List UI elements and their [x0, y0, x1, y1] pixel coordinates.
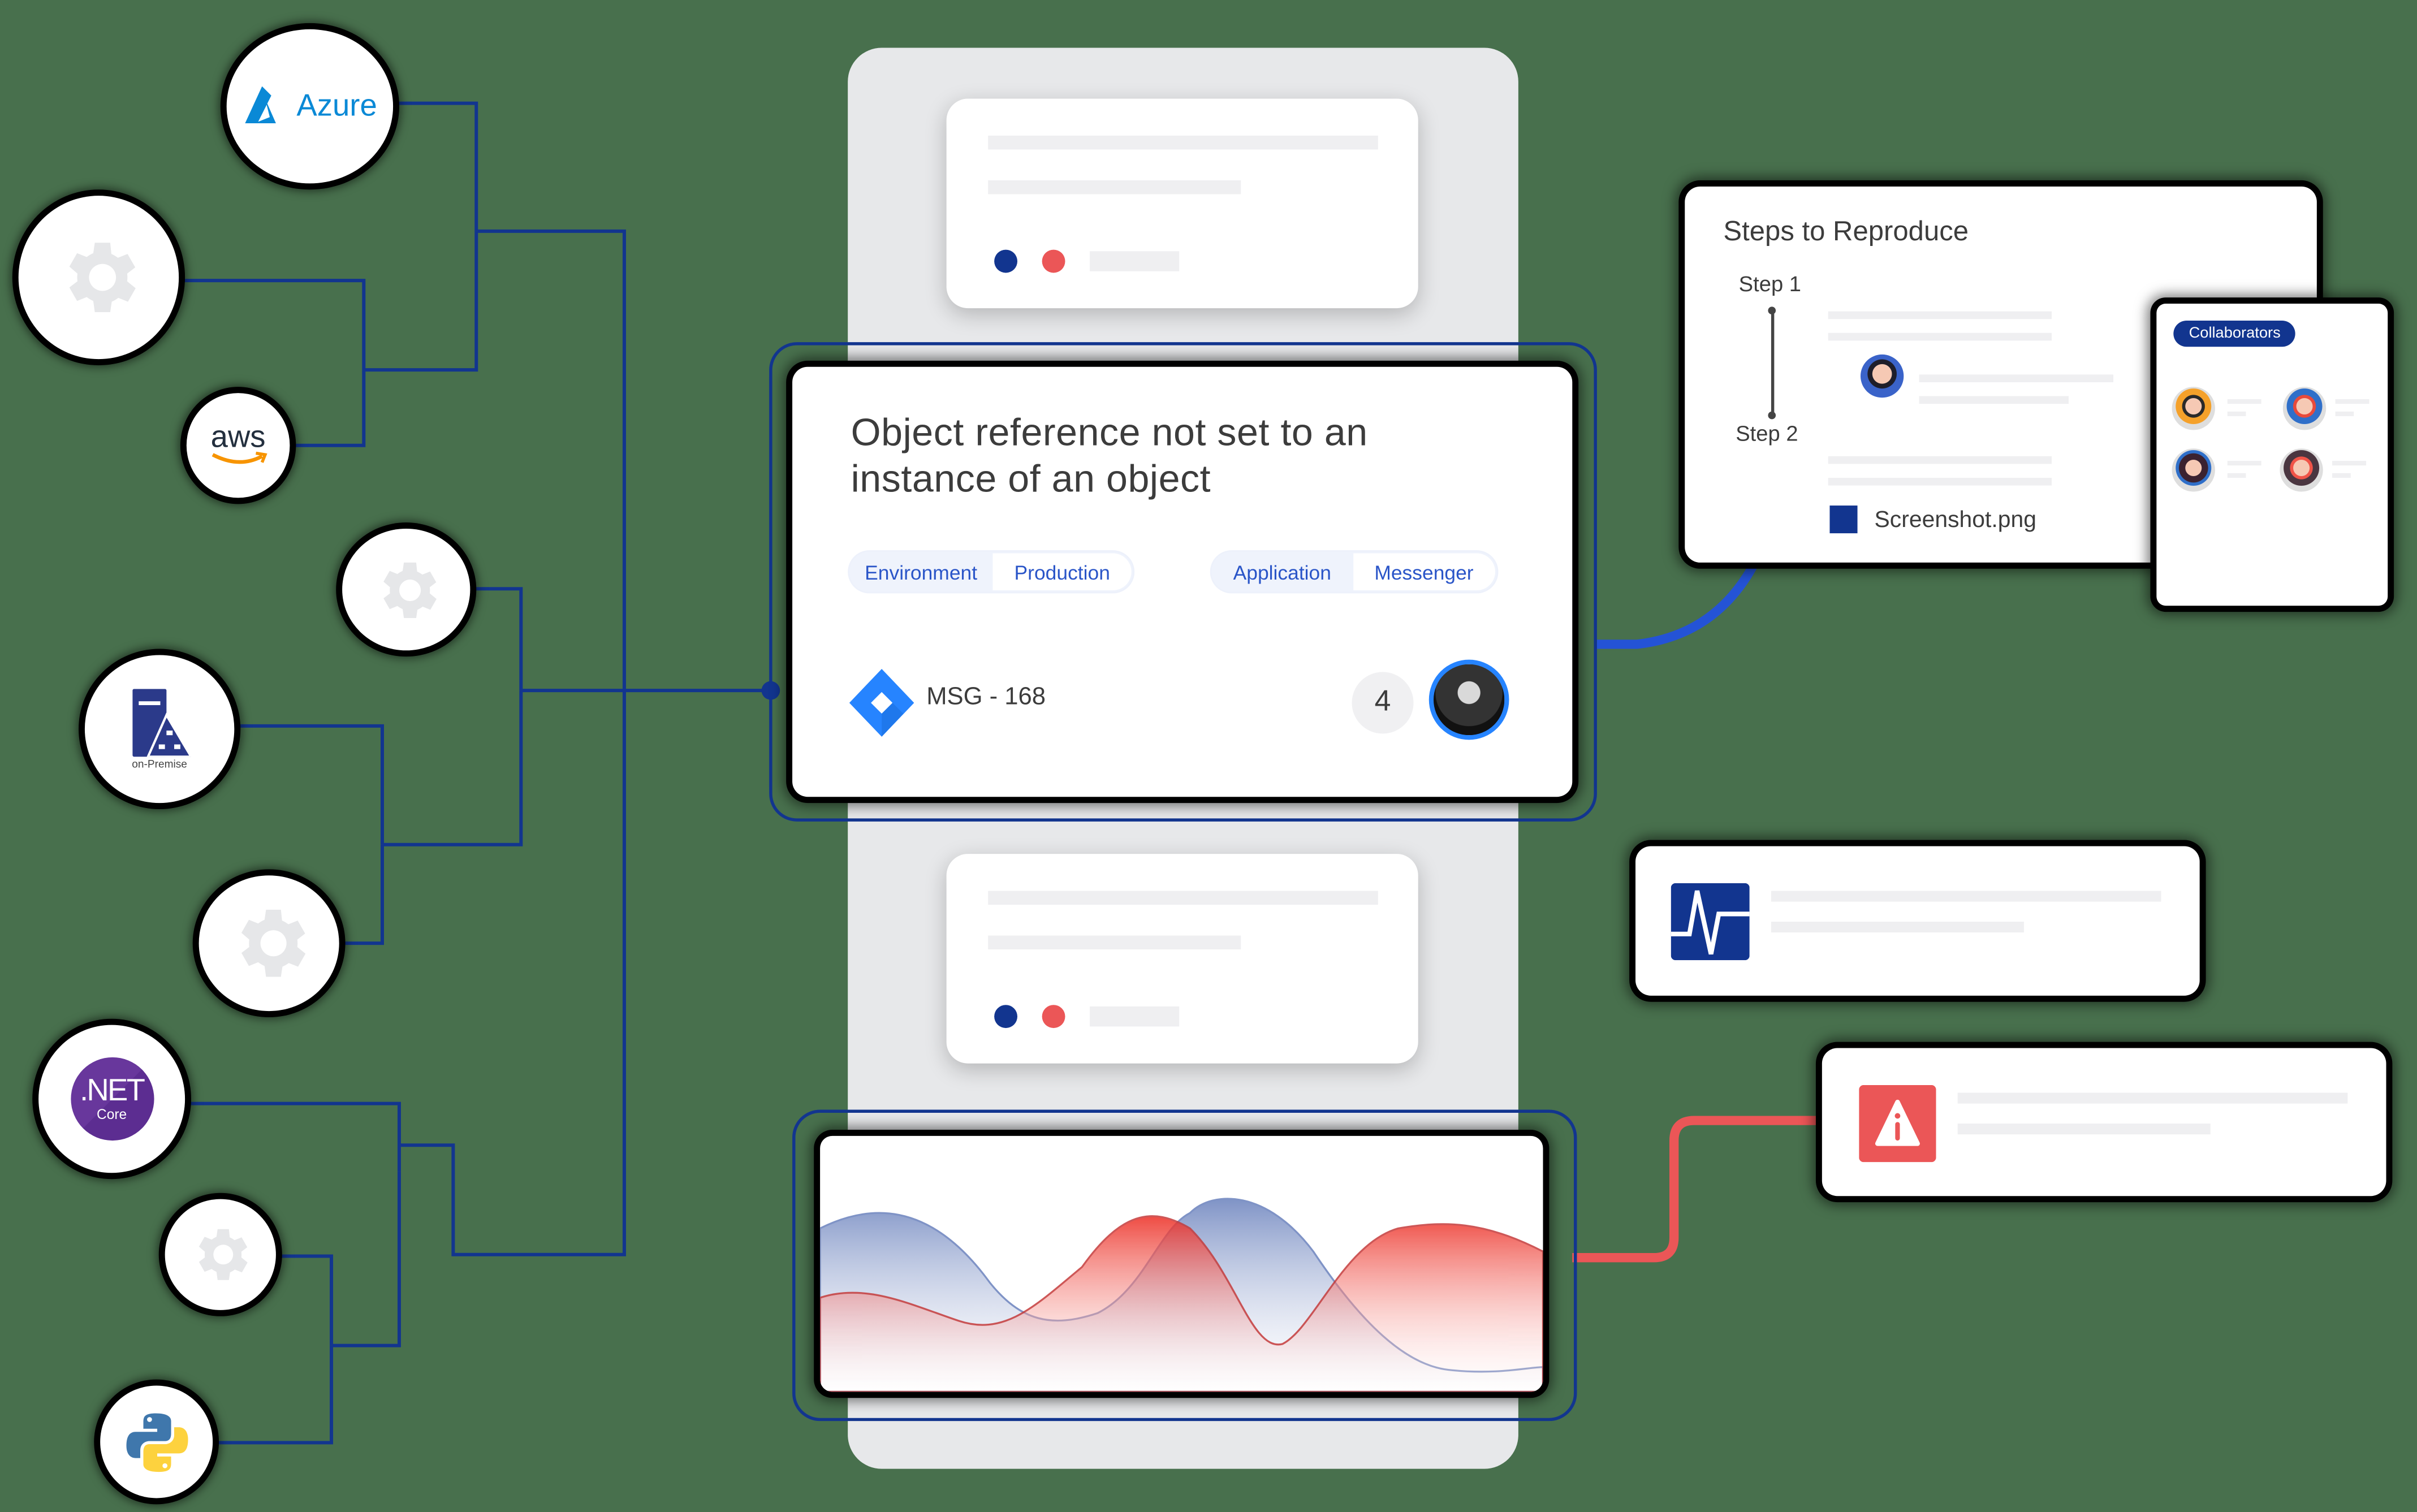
performance-monitor-card[interactable]: [1635, 846, 2200, 996]
trend-chart-card[interactable]: [820, 1135, 1543, 1392]
issue-title: Object reference not set to an instance …: [851, 411, 1368, 501]
gear-icon: [240, 909, 305, 977]
issue-card-placeholder[interactable]: [946, 98, 1418, 309]
skeleton-line: [1771, 922, 2024, 933]
skeleton-line: [988, 891, 1378, 905]
gear-icon: [69, 243, 136, 312]
collaborators-badge: Collaborators: [2173, 320, 2296, 347]
status-dot-blue: [994, 1005, 1018, 1029]
source-gear-2[interactable]: [342, 528, 471, 651]
skeleton-chip: [1090, 251, 1180, 271]
collaborator-avatar[interactable]: [2280, 448, 2323, 492]
selection-frame: [769, 342, 1597, 822]
file-icon: [1829, 506, 1858, 534]
error-alert-card[interactable]: [1822, 1048, 2386, 1196]
skeleton-line: [1919, 374, 2114, 382]
steps-title: Steps to Reproduce: [1723, 215, 1969, 247]
skeleton-line: [2227, 461, 2261, 466]
area-chart: [820, 1198, 1543, 1392]
skeleton-chip: [1090, 1006, 1180, 1027]
aws-label: aws: [210, 421, 266, 455]
skeleton-line: [2227, 399, 2261, 404]
skeleton-line: [1828, 477, 2052, 486]
tag-value: Production: [992, 553, 1132, 590]
skeleton-line: [2227, 473, 2246, 478]
status-dot-red: [1042, 1005, 1065, 1029]
skeleton-line: [988, 935, 1241, 950]
skeleton-line: [1828, 456, 2052, 464]
skeleton-line: [988, 135, 1378, 150]
source-dotnet-core[interactable]: .NET Core: [38, 1025, 185, 1173]
skeleton-line: [1957, 1092, 2348, 1104]
source-python[interactable]: [100, 1385, 213, 1498]
jira-logo-icon: [849, 668, 914, 737]
status-dot-red: [1042, 249, 1065, 273]
attachment-filename[interactable]: Screenshot.png: [1874, 507, 2036, 534]
occurrence-count-badge: 4: [1352, 672, 1414, 734]
skeleton-line: [1957, 1124, 2211, 1135]
source-gear-3[interactable]: [198, 875, 339, 1012]
skeleton-line: [2335, 411, 2354, 416]
source-azure[interactable]: Azure: [226, 29, 394, 184]
warning-triangle-icon: [1859, 1085, 1936, 1163]
tag-value: Messenger: [1353, 553, 1495, 590]
skeleton-line: [2227, 411, 2246, 416]
timeline-dot: [1768, 306, 1776, 315]
step-timeline: [1771, 308, 1773, 416]
python-logo-icon: [126, 1412, 188, 1471]
source-gear-1[interactable]: [18, 196, 179, 360]
tag-environment[interactable]: Environment Production: [849, 551, 1133, 592]
source-on-premise[interactable]: on-Premise: [84, 655, 235, 803]
reporter-avatar: [1861, 354, 1904, 398]
skeleton-line: [2332, 473, 2351, 478]
skeleton-line: [1828, 311, 2052, 319]
skeleton-line: [1919, 396, 2069, 404]
tag-application[interactable]: Application Messenger: [1211, 551, 1497, 592]
aws-smile-icon: [211, 451, 267, 464]
step-1-label: Step 1: [1738, 271, 1802, 296]
skeleton-line: [2332, 461, 2367, 466]
collaborator-avatar[interactable]: [2172, 387, 2215, 430]
azure-logo-icon: [245, 86, 277, 124]
tag-key: Environment: [865, 560, 978, 584]
source-gear-4[interactable]: [165, 1199, 276, 1310]
ticket-id[interactable]: MSG - 168: [926, 684, 1046, 711]
collaborator-avatar[interactable]: [2172, 448, 2215, 492]
skeleton-line: [1828, 332, 2052, 341]
skeleton-line: [988, 180, 1241, 195]
issue-card[interactable]: Object reference not set to an instance …: [792, 366, 1573, 797]
on-premise-label: on-Premise: [132, 759, 187, 770]
gear-icon: [382, 561, 436, 617]
server-network-icon: [132, 688, 192, 756]
assignee-avatar[interactable]: [1428, 659, 1509, 740]
collaborators-panel[interactable]: Collaborators: [2156, 303, 2388, 606]
source-aws[interactable]: aws: [186, 393, 290, 498]
gear-icon: [198, 1229, 248, 1280]
skeleton-line: [2335, 399, 2369, 404]
collaborator-avatar[interactable]: [2282, 387, 2327, 430]
pulse-monitor-icon: [1671, 883, 1750, 961]
selection-frame: [792, 1109, 1577, 1422]
tag-key: Application: [1233, 560, 1332, 584]
status-dot-blue: [994, 249, 1018, 273]
step-2-label: Step 2: [1736, 421, 1798, 446]
timeline-dot: [1768, 411, 1776, 420]
azure-label: Azure: [296, 88, 377, 123]
issue-card-placeholder[interactable]: [946, 854, 1418, 1064]
dotnet-core-logo-icon: .NET Core: [70, 1057, 154, 1141]
skeleton-line: [1771, 891, 2161, 902]
